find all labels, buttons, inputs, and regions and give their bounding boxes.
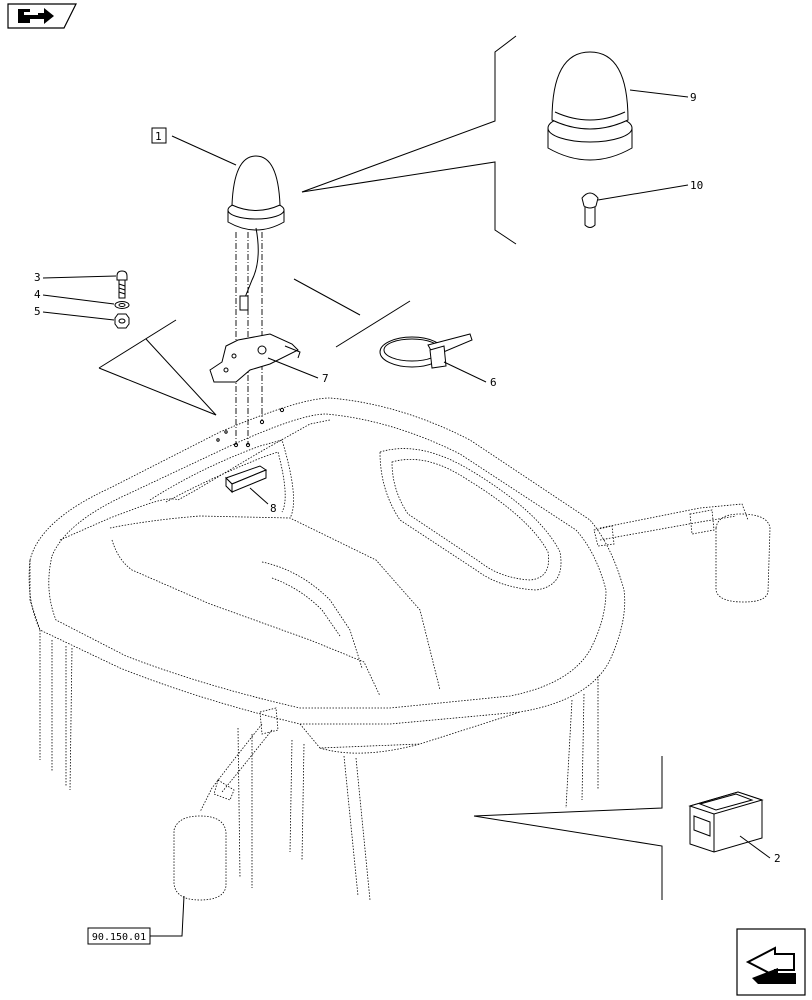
reference-leader [150,895,185,937]
callout-3: 3 [34,271,41,284]
beacon-lamp-large [547,51,689,161]
mounting-bracket [209,333,319,383]
beacon-lamp-small [151,127,285,311]
left-mirror [173,707,279,901]
next-page-arrow-icon[interactable] [736,928,806,996]
callout-5: 5 [34,305,41,318]
callout-6: 6 [490,376,497,389]
reference-box[interactable]: 90.150.01 [87,927,151,945]
right-mirror [593,503,771,603]
roof-insert [225,465,269,505]
cable-tie [379,333,487,383]
bulb [581,184,689,228]
callout-4: 4 [34,288,41,301]
callout-7: 7 [322,372,329,385]
callout-labels: 1 2 3 4 5 6 7 8 9 10 [34,91,781,865]
bolt [42,270,128,299]
callout-10: 10 [690,179,703,192]
callout-1: 1 [155,130,162,143]
washer [42,294,130,309]
roof-mounting-holes [216,407,285,448]
reference-label[interactable]: 90.150.01 [92,932,146,943]
rocker-switch [688,791,771,859]
cab-pillars [39,630,599,901]
book-arrow-icon[interactable] [7,3,77,29]
callout-8: 8 [270,502,277,515]
nut [42,311,130,329]
cab-roof [28,397,626,754]
wedge-lines [98,35,663,900]
callout-9: 9 [690,91,697,104]
assembly-guides [235,232,263,445]
callout-2: 2 [774,852,781,865]
